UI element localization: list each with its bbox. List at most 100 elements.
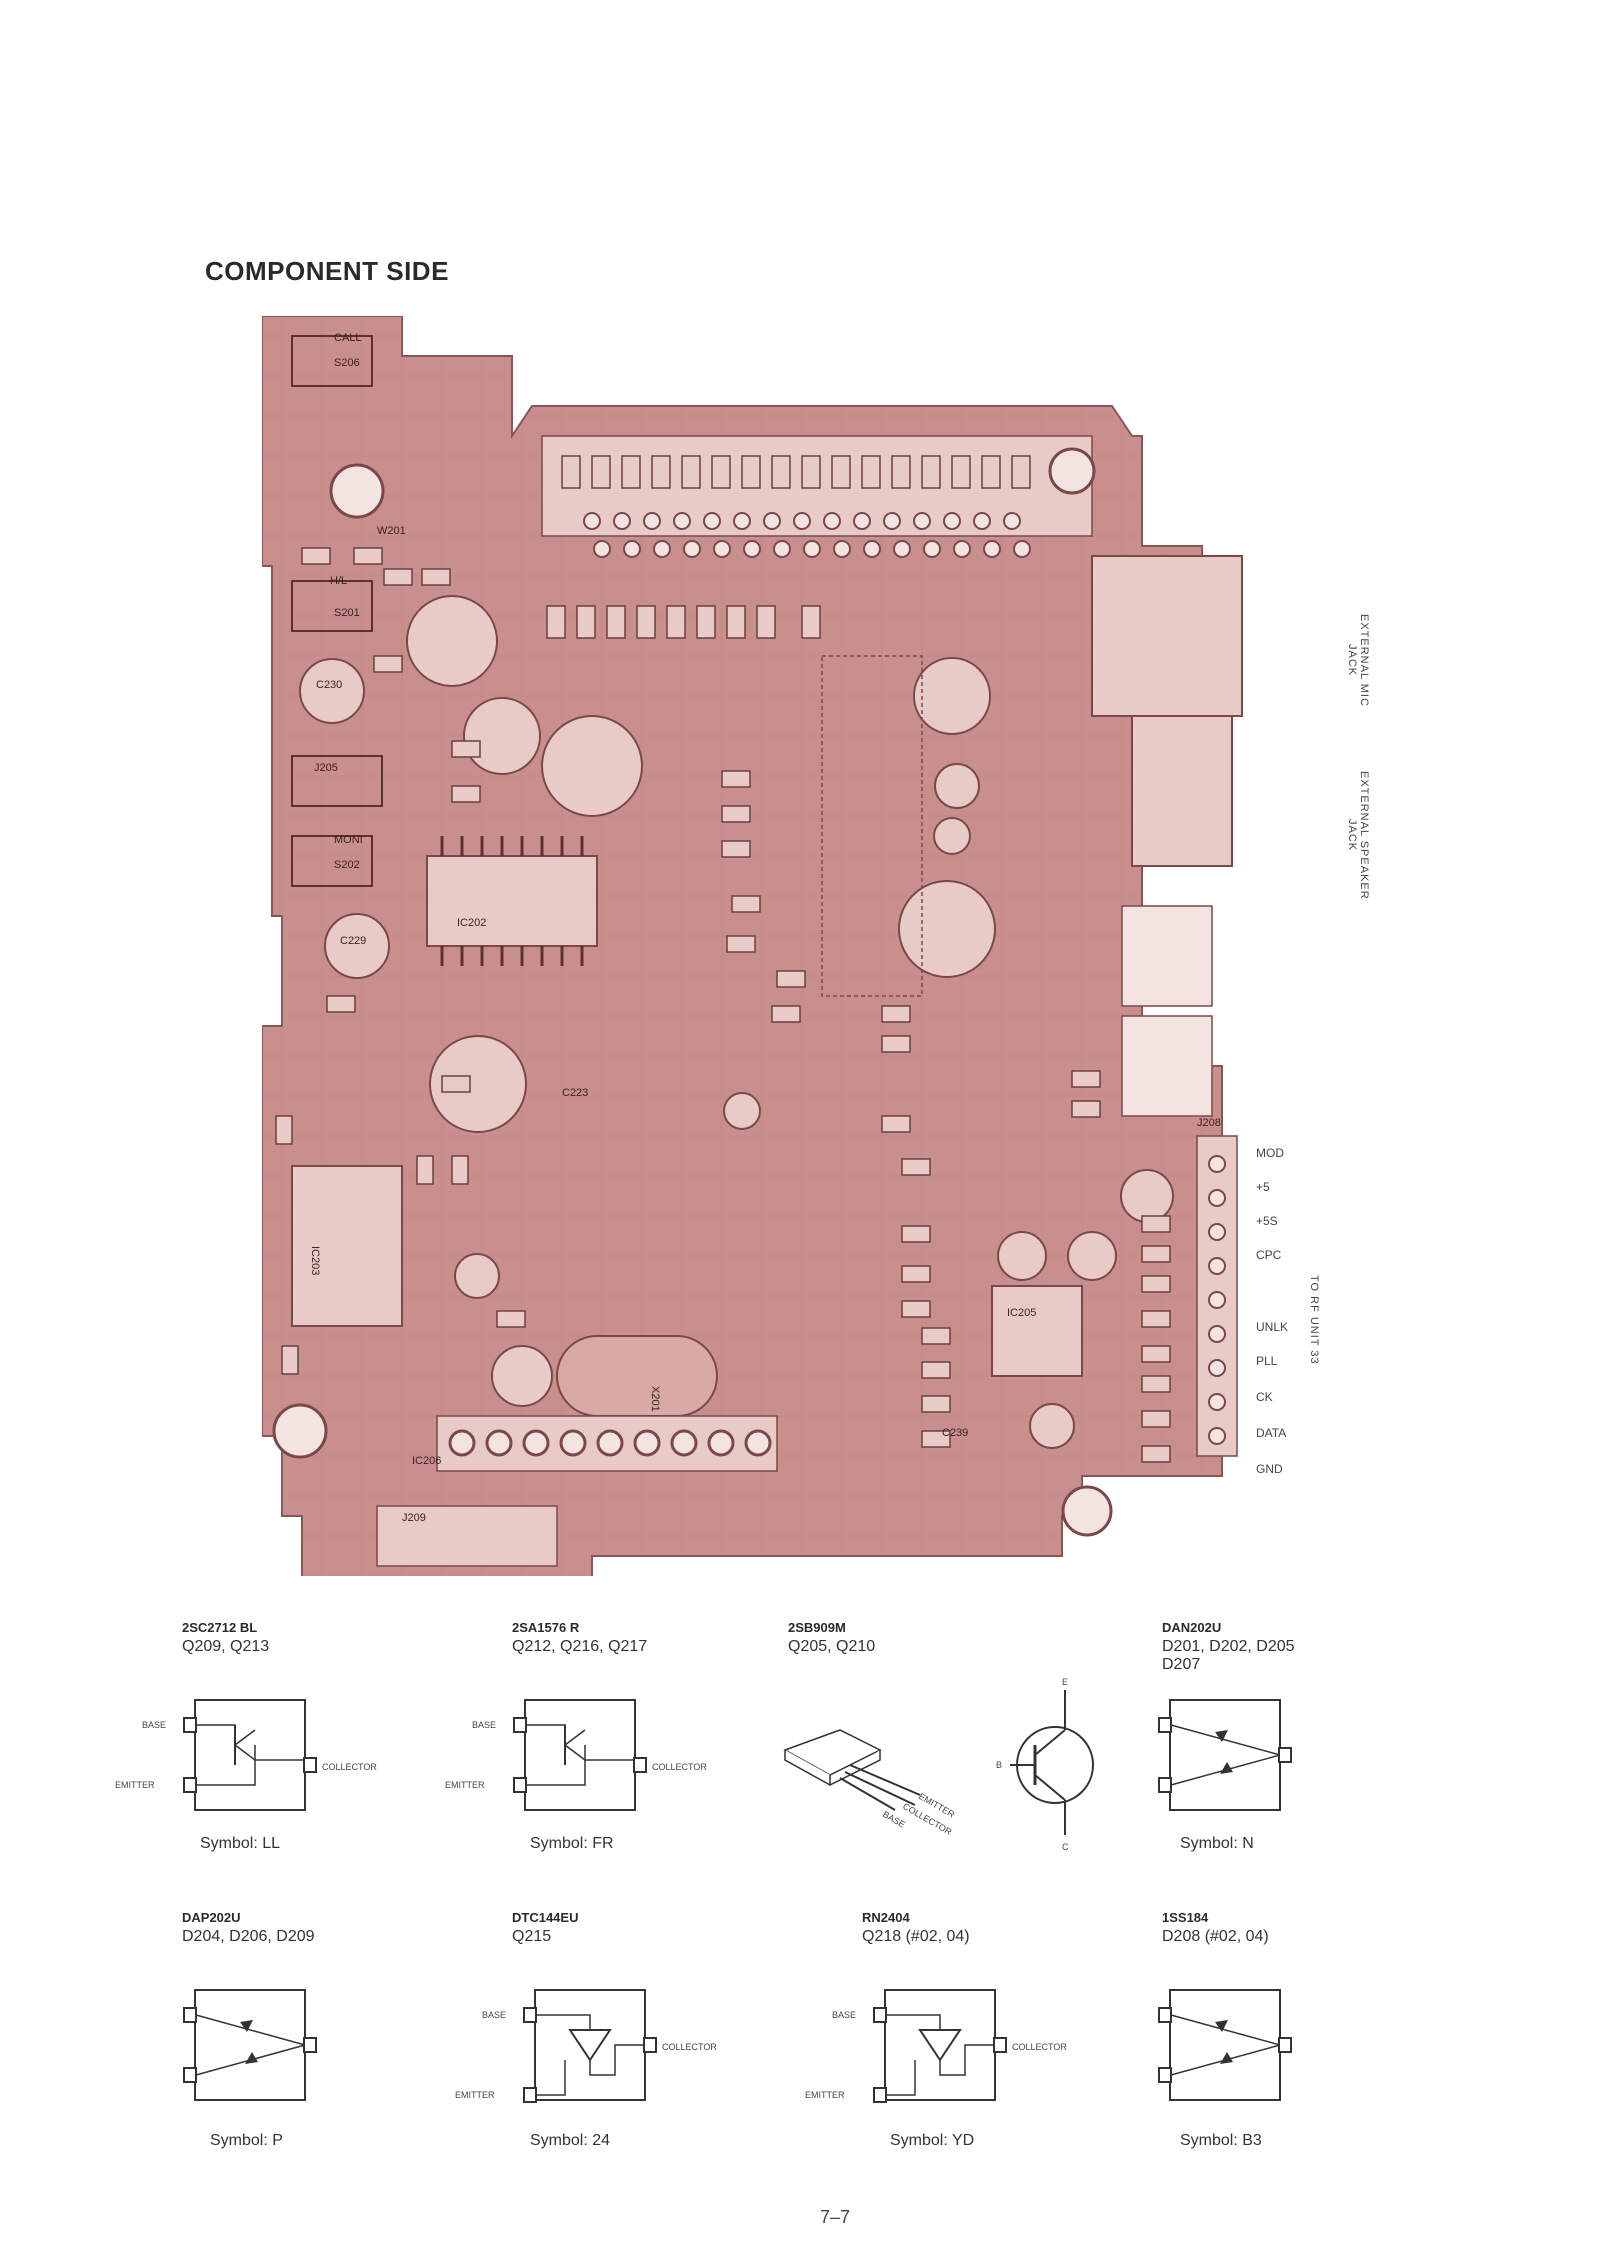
pin-label-mod: MOD — [1256, 1146, 1284, 1160]
pin-emitter: EMITTER — [445, 1780, 485, 1790]
component-dan202u: DAN202U D201, D202, D205 D207 Symbol: N — [1100, 1620, 1350, 1910]
part-refs: Q212, Q216, Q217 — [512, 1638, 648, 1655]
pin-base: BASE — [881, 1809, 907, 1830]
transistor-symbol-ll: BASE EMITTER COLLECTOR — [115, 1699, 377, 1811]
part-number: 2SA1576 R — [512, 1620, 580, 1635]
pin-c: C — [1062, 1842, 1069, 1852]
part-refs: Q218 (#02, 04) — [862, 1928, 970, 1945]
pin-collector: COLLECTOR — [652, 1762, 707, 1772]
label-call: CALL — [334, 332, 362, 344]
ic205-footprint — [991, 1285, 1083, 1377]
part-number: DAN202U — [1162, 1620, 1222, 1635]
ic202-footprint — [426, 855, 598, 947]
pin-collector: COLLECTOR — [662, 2042, 717, 2052]
pin-base: BASE — [472, 1720, 496, 1730]
svg-text:C239: C239 — [942, 1427, 968, 1439]
power-transistor-drawing: EMITTER COLLECTOR BASE E B C — [783, 1677, 1094, 1852]
part-refs: D201, D202, D205 D207 — [1162, 1638, 1295, 1673]
svg-text:IC205: IC205 — [1007, 1307, 1036, 1319]
pin-label-unlk: UNLK — [1256, 1320, 1289, 1334]
smd-parts — [275, 455, 1171, 1463]
pin-label-gnd: GND — [1256, 1462, 1283, 1476]
ic202-pins — [440, 836, 584, 966]
pin-label-data: DATA — [1256, 1426, 1287, 1440]
part-number: 2SC2712 BL — [182, 1620, 258, 1635]
jack-label-speaker: EXTERNAL SPEAKER JACK — [1346, 770, 1370, 900]
svg-text:J208: J208 — [1197, 1117, 1221, 1129]
pin-collector: COLLECTOR — [1012, 2042, 1067, 2052]
component-2sa1576: 2SA1576 R Q212, Q216, Q217 BASE EMITTER … — [440, 1620, 740, 1910]
svg-text:C230: C230 — [316, 679, 342, 691]
j209-connector — [376, 1505, 558, 1567]
component-2sb909m: 2SB909M Q205, Q210 EMITTER COLLECTOR BAS… — [770, 1620, 1110, 1910]
part-number: 1SS184 — [1162, 1910, 1209, 1925]
symbol-code: Symbol: YD — [890, 2132, 975, 2149]
pin-label-cpc: CPC — [1256, 1248, 1282, 1262]
mounting-holes — [272, 447, 1113, 1537]
round-pads — [299, 595, 1174, 1449]
part-refs: Q205, Q210 — [788, 1638, 876, 1655]
svg-text:J209: J209 — [402, 1512, 426, 1524]
page-title: COMPONENT SIDE — [205, 256, 449, 286]
symbol-code: Symbol: N — [1180, 1835, 1254, 1852]
component-2sc2712: 2SC2712 BL Q209, Q213 BASE EMITTER COLLE… — [110, 1620, 410, 1910]
part-number: RN2404 — [862, 1910, 910, 1925]
part-number: 2SB909M — [788, 1620, 846, 1635]
pin-label-pll: PLL — [1256, 1354, 1278, 1368]
svg-text:S201: S201 — [334, 607, 360, 619]
pin-label-ck: CK — [1256, 1390, 1273, 1404]
component-1ss184: 1SS184 D208 (#02, 04) Symbol: B3 — [1100, 1910, 1350, 2200]
pin-e: E — [1062, 1677, 1068, 1687]
svg-text:S206: S206 — [334, 357, 360, 369]
svg-text:H/L: H/L — [330, 575, 347, 587]
ic203-footprint — [291, 1165, 403, 1327]
switch-frames — [291, 335, 383, 887]
mic-jack-outline — [1091, 555, 1243, 717]
svg-text:C223: C223 — [562, 1087, 588, 1099]
rf-unit-label: TO RF UNIT 33 — [1308, 1275, 1320, 1365]
svg-text:IC203: IC203 — [309, 1246, 321, 1275]
header-pins — [583, 512, 1031, 558]
pin-base: BASE — [142, 1720, 166, 1730]
part-number: DAP202U — [182, 1910, 241, 1925]
dual-diode-symbol-p — [183, 1989, 317, 2101]
component-rn2404: RN2404 Q218 (#02, 04) BASE EMITTER COLLE… — [790, 1910, 1090, 2200]
jack-label-mic: EXTERNAL MIC JACK — [1346, 613, 1370, 707]
svg-text:C229: C229 — [340, 935, 366, 947]
part-number: DTC144EU — [512, 1910, 579, 1925]
pin-label-5s: +5S — [1256, 1214, 1278, 1228]
symbol-code: Symbol: P — [210, 2132, 283, 2149]
symbol-code: Symbol: LL — [200, 1835, 281, 1852]
pin-label-5: +5 — [1256, 1180, 1270, 1194]
dual-diode-symbol-n — [1158, 1699, 1292, 1811]
main-ic-footprint — [821, 655, 923, 997]
component-dtc144eu: DTC144EU Q215 BASE EMITTER COLLECTOR Sym… — [440, 1910, 740, 2200]
pin-emitter: EMITTER — [455, 2090, 495, 2100]
svg-text:W201: W201 — [377, 525, 406, 537]
c210-outline — [1121, 1015, 1213, 1117]
pin-base: BASE — [482, 2010, 506, 2020]
pin-emitter: EMITTER — [805, 2090, 845, 2100]
svg-text:IC202: IC202 — [457, 917, 486, 929]
part-refs: D204, D206, D209 — [182, 1928, 315, 1945]
pcb-board: CALL S206 H/L S201 MONI S202 J205 IC202 … — [262, 316, 1243, 1576]
dual-diode-symbol-b3 — [1158, 1989, 1292, 2101]
part-refs: Q215 — [512, 1928, 552, 1945]
svg-text:MONI: MONI — [334, 834, 363, 846]
speaker-jack-outline — [1131, 715, 1233, 867]
transistor-symbol-fr: BASE EMITTER COLLECTOR — [445, 1699, 707, 1811]
pin-emitter: EMITTER — [115, 1780, 155, 1790]
svg-text:J205: J205 — [314, 762, 338, 774]
symbol-code: Symbol: FR — [530, 1835, 614, 1852]
part-refs: D208 (#02, 04) — [1162, 1928, 1269, 1945]
part-refs: Q209, Q213 — [182, 1638, 270, 1655]
svg-text:IC206: IC206 — [412, 1455, 441, 1467]
symbol-code: Symbol: B3 — [1180, 2132, 1262, 2149]
digital-transistor-symbol-yd: BASE EMITTER COLLECTOR — [805, 1989, 1067, 2103]
part-labels: CALL S206 H/L S201 MONI S202 J205 IC202 … — [309, 332, 1221, 1524]
page-number: 7–7 — [820, 2207, 851, 2227]
j208-pads — [1208, 1155, 1226, 1445]
digital-transistor-symbol-24: BASE EMITTER COLLECTOR — [455, 1989, 717, 2103]
pin-b: B — [996, 1760, 1002, 1770]
pin-collector: COLLECTOR — [322, 1762, 377, 1772]
